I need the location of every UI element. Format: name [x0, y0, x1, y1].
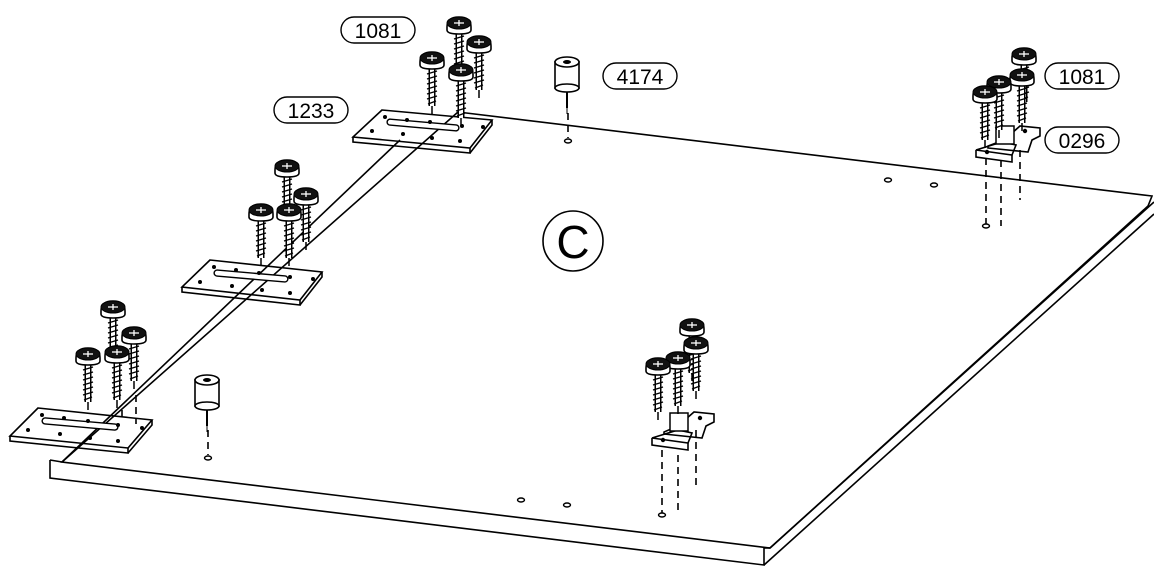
glide-top: [554, 56, 580, 115]
label-glide-top: 4174: [602, 62, 678, 90]
svg-text:1081: 1081: [1059, 66, 1106, 89]
screw-group-top: [420, 17, 491, 126]
panel-letter-marker: C: [542, 210, 604, 272]
mounting-plate-bottom: [8, 407, 154, 454]
panel-holes: [203, 138, 991, 518]
clip-right: [975, 125, 1041, 163]
label-plate-top: 1233: [273, 96, 349, 124]
screw-group-bottom: [76, 301, 146, 410]
mounting-plate-top: [351, 109, 494, 154]
clip-lower: [651, 411, 715, 451]
label-screw-right: 1081: [1044, 62, 1120, 90]
panel: [49, 111, 1154, 566]
alignment-lines: [121, 113, 1021, 513]
label-clip-right: 0296: [1044, 126, 1120, 154]
svg-text:0296: 0296: [1059, 130, 1106, 153]
mounting-plate-middle: [180, 259, 324, 306]
panel-letter: C: [556, 216, 589, 268]
label-screw-top: 1081: [340, 16, 416, 44]
svg-text:1233: 1233: [288, 100, 335, 123]
glide-bottom: [194, 374, 220, 433]
svg-text:4174: 4174: [617, 66, 664, 89]
svg-text:1081: 1081: [355, 20, 402, 43]
screw-group-lower: [646, 319, 708, 420]
